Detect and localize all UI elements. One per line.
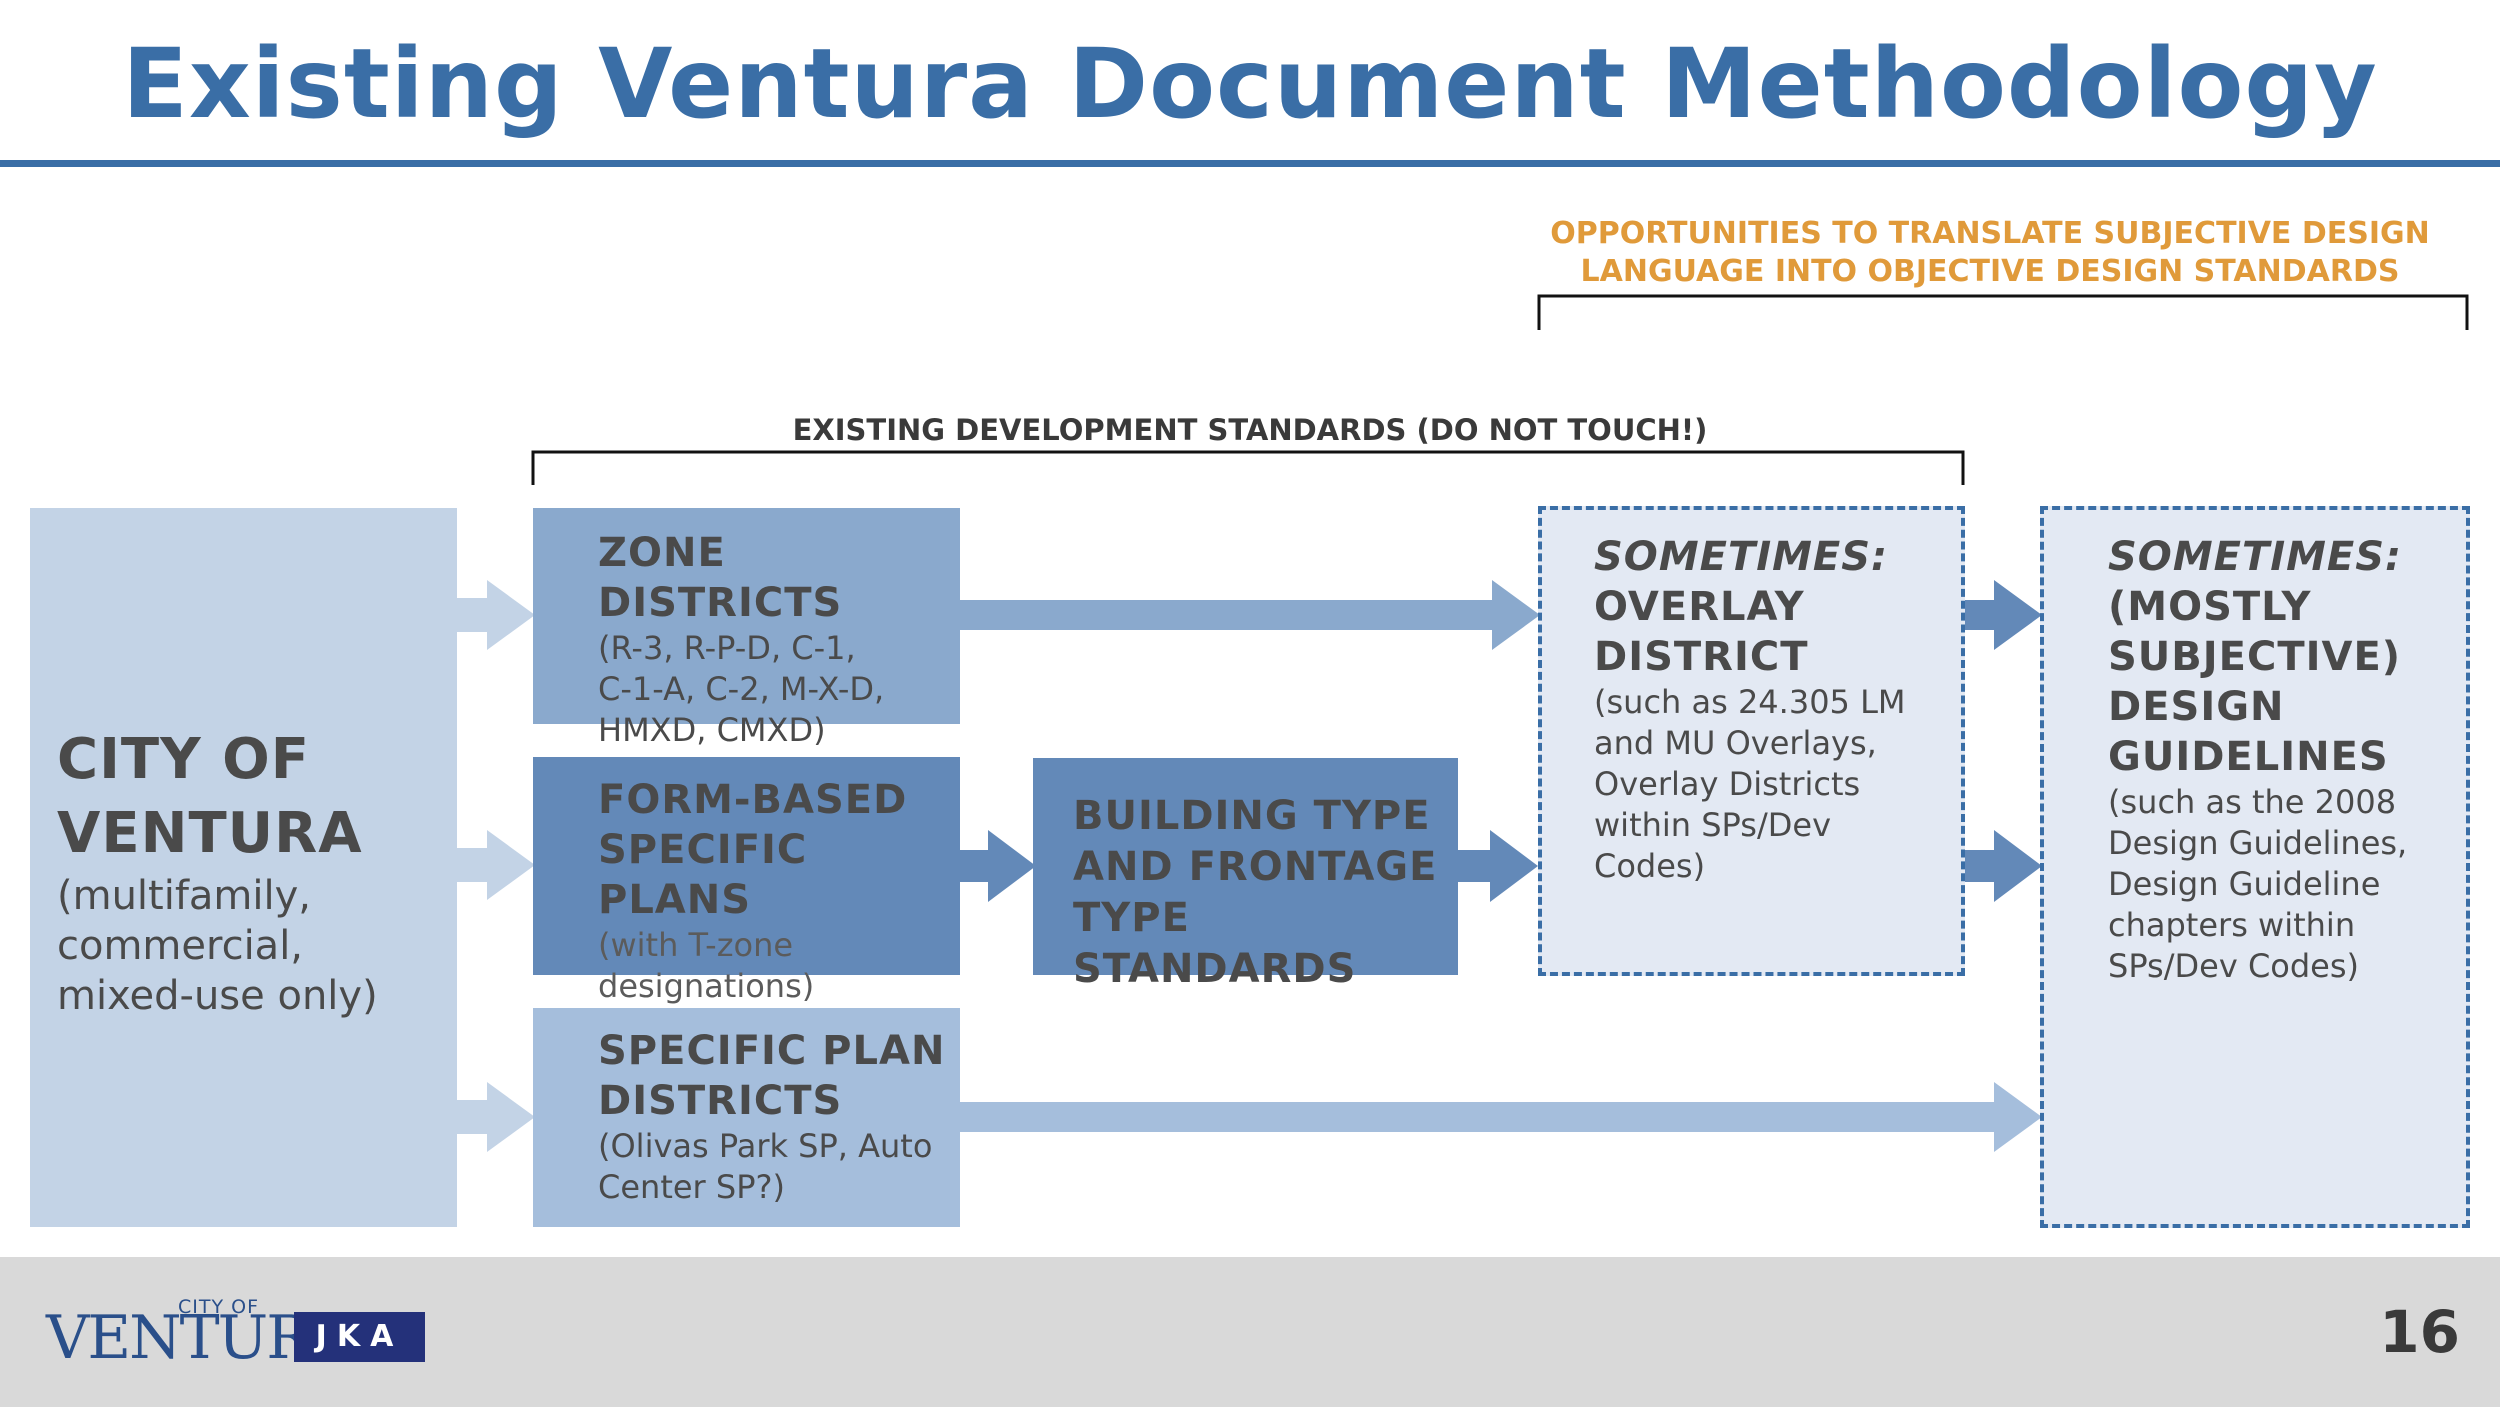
arrow-city-to-spd [457,1082,535,1152]
brackets [531,294,2469,485]
overlay-sub-line-3: Overlay Districts [1594,765,1861,803]
opportunities-line-1: OPPORTUNITIES TO TRANSLATE SUBJECTIVE DE… [1550,216,2430,251]
arrow-building-type-to-overlay [1458,830,1538,902]
spd-sub-line-1: (Olivas Park SP, Auto [598,1127,933,1165]
guidelines-heading-line-2: SUBJECTIVE) [2108,634,2402,680]
logo-city-of: CITY OF [178,1296,260,1318]
page-title: Existing Ventura Document Methodology [122,28,2378,140]
specific-plan-districts-box: SPECIFIC PLAN DISTRICTS (Olivas Park SP,… [533,1008,960,1227]
form-sub-line-1: (with T-zone [598,926,794,964]
zone-sub-line-1: (R-3, R-P-D, C-1, [598,629,856,667]
spd-heading-line-1: SPECIFIC PLAN [598,1028,946,1074]
design-guidelines-box: SOMETIMES: (MOSTLY SUBJECTIVE) DESIGN GU… [2040,506,2470,1228]
jka-logo: JKA [294,1312,425,1362]
arrow-form-to-building-type [960,830,1036,902]
zone-sub-line-3: HMXD, CMXD) [598,711,826,749]
guidelines-sub-line-3: Design Guideline [2108,865,2381,903]
form-based-specific-plans-box: FORM-BASED SPECIFIC PLANS (with T-zone d… [533,757,960,1005]
guidelines-sub-line-1: (such as the 2008 [2108,783,2397,821]
guidelines-sub-line-5: SPs/Dev Codes) [2108,947,2360,985]
zone-districts-box: ZONE DISTRICTS (R-3, R-P-D, C-1, C-1-A, … [533,508,960,749]
overlay-sub-line-1: (such as 24.305 LM [1594,683,1906,721]
spd-heading-line-2: DISTRICTS [598,1078,843,1124]
guidelines-sub-line-4: chapters within [2108,906,2356,944]
overlay-heading-line-2: DISTRICT [1594,634,1809,680]
existing-standards-bracket [531,450,1965,485]
overlay-sub-line-5: Codes) [1594,847,1706,885]
arrow-city-to-form [457,830,535,900]
form-heading-line-2: SPECIFIC PLANS [598,827,808,923]
btype-heading-line-2: AND FRONTAGE [1073,844,1438,890]
guidelines-prefix: SOMETIMES: [2108,534,2403,580]
guidelines-heading-line-4: GUIDELINES [2108,734,2389,780]
guidelines-heading-line-3: DESIGN [2108,684,2285,730]
btype-heading-line-3: TYPE STANDARDS [1073,895,1357,992]
opportunities-annotation: OPPORTUNITIES TO TRANSLATE SUBJECTIVE DE… [1540,215,2440,291]
spd-sub-line-2: Center SP?) [598,1168,785,1206]
city-sub-line-1: (multifamily, [57,873,312,919]
form-sub-line-2: designations) [598,967,815,1005]
zone-sub-line-2: C-1-A, C-2, M-X-D, [598,670,885,708]
city-sub-line-3: mixed-use only) [57,973,378,1019]
form-heading-line-1: FORM-BASED [598,777,908,823]
overlay-sub-line-4: within SPs/Dev [1594,806,1831,844]
overlay-prefix: SOMETIMES: [1594,534,1889,580]
building-type-box: BUILDING TYPE AND FRONTAGE TYPE STANDARD… [1033,758,1458,992]
arrow-overlay-to-guidelines-top [1965,580,2042,650]
opportunities-bracket [1537,294,2469,330]
zone-heading: ZONE DISTRICTS [598,530,843,626]
title-divider [0,160,2500,167]
overlay-district-box: SOMETIMES: OVERLAY DISTRICT (such as 24.… [1538,506,1965,976]
page-number: 16 [2379,1298,2460,1366]
city-heading-line-1: CITY OF [57,727,311,792]
arrow-overlay-to-guidelines-bottom [1965,830,2042,902]
city-sub-line-2: commercial, [57,923,304,969]
btype-heading-line-1: BUILDING TYPE [1073,793,1431,839]
arrow-city-to-zone [457,580,535,650]
city-heading-line-2: VENTURA [57,801,363,866]
city-of-ventura-box: CITY OF VENTURA (multifamily, commercial… [30,508,457,1227]
overlay-heading-line-1: OVERLAY [1594,584,1805,630]
opportunities-line-2: LANGUAGE INTO OBJECTIVE DESIGN STANDARDS [1580,254,2400,289]
overlay-sub-line-2: and MU Overlays, [1594,724,1877,762]
arrow-spd-to-guidelines [960,1082,2042,1152]
arrow-zone-to-overlay [960,580,1540,650]
existing-standards-annotation: EXISTING DEVELOPMENT STANDARDS (DO NOT T… [792,413,1708,447]
guidelines-heading-line-1: (MOSTLY [2108,584,2312,630]
guidelines-sub-line-2: Design Guidelines, [2108,824,2408,862]
